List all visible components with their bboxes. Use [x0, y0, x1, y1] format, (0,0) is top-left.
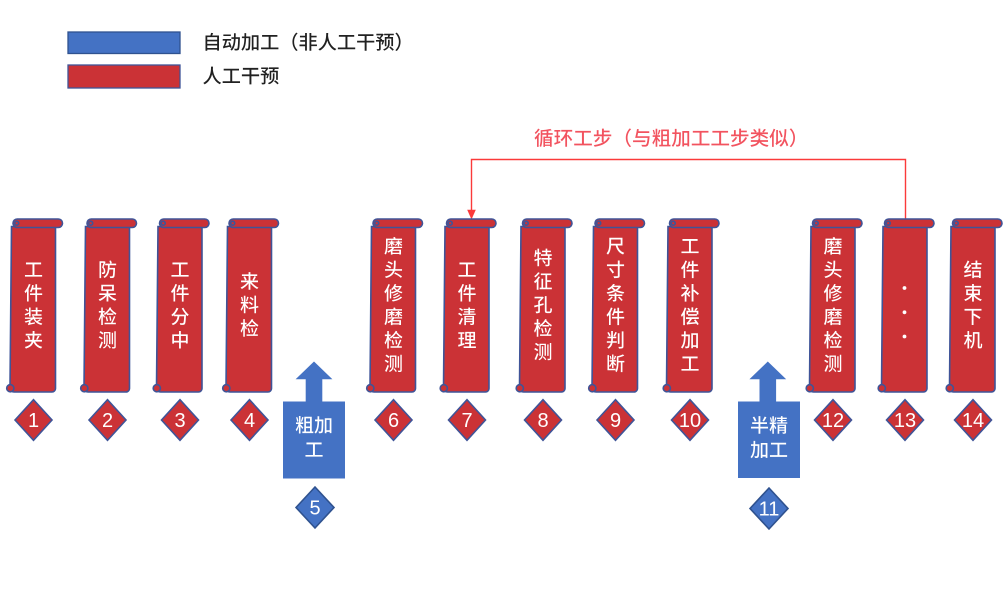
svg-text:5: 5 — [309, 498, 320, 520]
svg-text:7: 7 — [461, 410, 472, 432]
svg-text:2: 2 — [102, 410, 113, 432]
svg-text:11: 11 — [759, 499, 780, 521]
svg-text:9: 9 — [610, 410, 621, 432]
svg-text:4: 4 — [244, 410, 255, 432]
svg-text:14: 14 — [962, 410, 984, 432]
svg-text:13: 13 — [894, 410, 916, 432]
svg-text:8: 8 — [537, 410, 548, 432]
svg-text:6: 6 — [388, 410, 399, 432]
svg-text:12: 12 — [822, 410, 844, 432]
svg-text:3: 3 — [174, 410, 185, 432]
svg-text:1: 1 — [28, 410, 39, 432]
svg-text:10: 10 — [679, 410, 701, 432]
